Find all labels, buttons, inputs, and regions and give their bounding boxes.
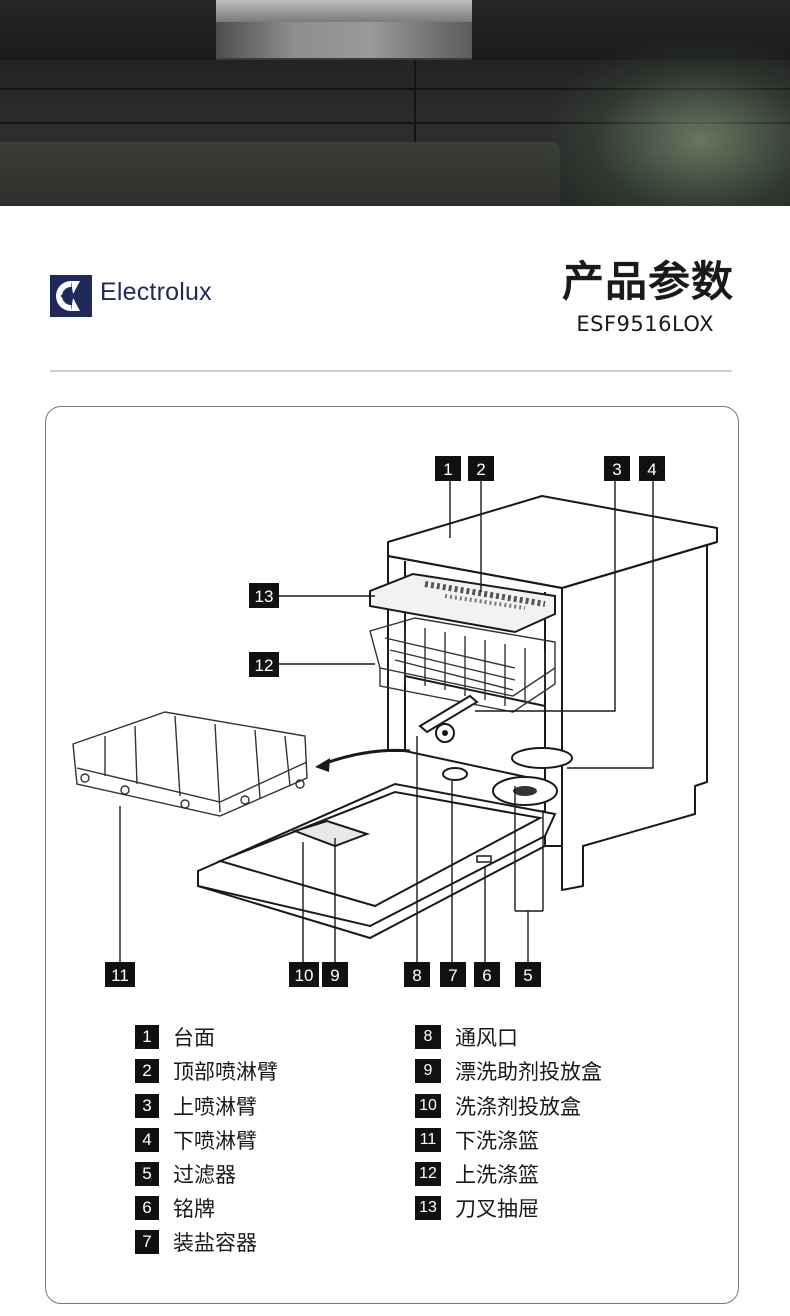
electrolux-logo-icon [50, 275, 92, 317]
legend-label: 漂洗助剂投放盒 [455, 1060, 602, 1084]
legend-number: 9 [415, 1059, 441, 1083]
legend-label: 洗涤剂投放盒 [455, 1095, 581, 1119]
callout-11: 11 [111, 966, 129, 985]
lower-basket [72, 711, 308, 817]
legend-item: 7 装盐容器 [135, 1229, 257, 1255]
legend-number: 11 [415, 1128, 441, 1152]
legend-number: 1 [135, 1025, 159, 1049]
model-number: ESF9516LOX [576, 312, 714, 336]
callout-4: 4 [647, 460, 656, 479]
legend-label: 装盐容器 [173, 1231, 257, 1255]
floor-seam [0, 122, 790, 124]
callout-8: 8 [412, 966, 421, 985]
legend-label: 通风口 [455, 1026, 518, 1050]
legend-label: 上喷淋臂 [173, 1095, 257, 1119]
spray-arm [418, 694, 479, 734]
pull-out-arrow [322, 748, 411, 766]
legend-item: 2 顶部喷淋臂 [135, 1058, 278, 1084]
legend-number: 10 [415, 1094, 441, 1118]
legend-number: 7 [135, 1230, 159, 1254]
legend-label: 过滤器 [173, 1163, 236, 1187]
appliance-edge [216, 0, 472, 22]
legend-item: 6 铭牌 [135, 1195, 215, 1221]
legend-number: 2 [135, 1059, 159, 1083]
legend-number: 3 [135, 1094, 159, 1118]
legend-item: 5 过滤器 [135, 1161, 236, 1187]
callout-tags: 1 2 3 4 5 6 7 8 9 10 11 12 13 [105, 456, 665, 987]
callout-2: 2 [476, 460, 485, 479]
callout-6: 6 [482, 966, 491, 985]
legend-item: 12 上洗涤篮 [415, 1161, 539, 1187]
page-title: 产品参数 [561, 257, 734, 306]
lower-spray-arm [511, 747, 573, 769]
legend-item: 11 下洗涤篮 [415, 1127, 539, 1153]
callout-1: 1 [443, 460, 452, 479]
legend-item: 4 下喷淋臂 [135, 1127, 257, 1153]
floor-seam [414, 60, 416, 145]
callout-13: 13 [255, 587, 274, 606]
cutlery-drawer [369, 572, 556, 634]
legend-item: 1 台面 [135, 1024, 215, 1050]
legend-label: 刀叉抽屉 [455, 1197, 539, 1221]
legend-label: 下喷淋臂 [173, 1129, 257, 1153]
brand-name: Electrolux [100, 278, 212, 306]
legend-label: 铭牌 [173, 1197, 215, 1221]
legend-number: 4 [135, 1128, 159, 1152]
legend-number: 5 [135, 1162, 159, 1186]
callout-9: 9 [330, 966, 339, 985]
legend-item: 3 上喷淋臂 [135, 1093, 257, 1119]
callout-7: 7 [448, 966, 457, 985]
legend-label: 下洗涤篮 [455, 1129, 539, 1153]
legend-number: 13 [415, 1196, 441, 1220]
callout-5: 5 [523, 966, 532, 985]
legend-item: 13 刀叉抽屉 [415, 1195, 539, 1221]
floor-seam [0, 88, 790, 90]
dishwasher-door [197, 782, 557, 940]
callout-12: 12 [255, 656, 274, 675]
leader-lines [119, 480, 654, 966]
salt-container [442, 767, 468, 781]
hero-banner [0, 0, 790, 206]
rating-plate [476, 855, 492, 863]
legend-label: 顶部喷淋臂 [173, 1060, 278, 1084]
legend-item: 10 洗涤剂投放盒 [415, 1093, 581, 1119]
legend-label: 台面 [173, 1026, 215, 1050]
cushion [0, 142, 560, 206]
callout-10: 10 [295, 966, 314, 985]
dishwasher-diagram: 1 2 3 4 5 6 7 8 9 10 11 12 13 [72, 456, 718, 987]
divider [50, 370, 732, 372]
light-glow [550, 40, 790, 206]
legend-item: 9 漂洗助剂投放盒 [415, 1058, 602, 1084]
callout-3: 3 [612, 460, 621, 479]
upper-rack [369, 617, 556, 713]
legend-number: 6 [135, 1196, 159, 1220]
legend-label: 上洗涤篮 [455, 1163, 539, 1187]
legend-number: 8 [415, 1025, 441, 1049]
legend-item: 8 通风口 [415, 1024, 518, 1050]
legend-number: 12 [415, 1162, 441, 1186]
